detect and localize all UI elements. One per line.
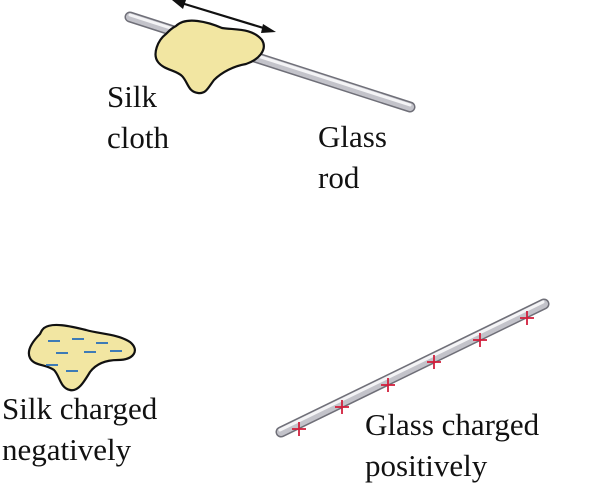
rubbing-arrow [172,0,276,33]
positive-charge-symbol [427,355,441,369]
glass-rod-label-line1: Glass [318,119,387,154]
negative-charges [46,338,122,372]
silk-charged-label-line2: negatively [2,432,132,467]
positive-charge-symbol [292,422,306,436]
glass-rod-label: Glass rod [318,116,387,198]
glass-rod-charged [275,298,550,438]
glass-charged-label-line2: positively [365,448,488,483]
positive-charges [292,311,534,436]
glass-charged-label: Glass charged positively [365,404,539,486]
positive-charge-symbol [335,400,349,414]
positive-charge-symbol [473,333,487,347]
silk-cloth-top [154,19,265,95]
silk-cloth-charged [27,323,136,392]
positive-charge-symbol [520,311,534,325]
positive-charge-symbol [381,378,395,392]
silk-cloth-label: Silk cloth [107,76,169,158]
silk-charged-label: Silk charged negatively [2,388,157,470]
glass-rod-label-line2: rod [318,160,360,195]
glass-charged-label-line1: Glass charged [365,407,540,442]
silk-cloth-label-line2: cloth [107,120,169,155]
silk-charged-label-line1: Silk charged [2,391,158,426]
silk-cloth-label-line1: Silk [107,79,157,114]
